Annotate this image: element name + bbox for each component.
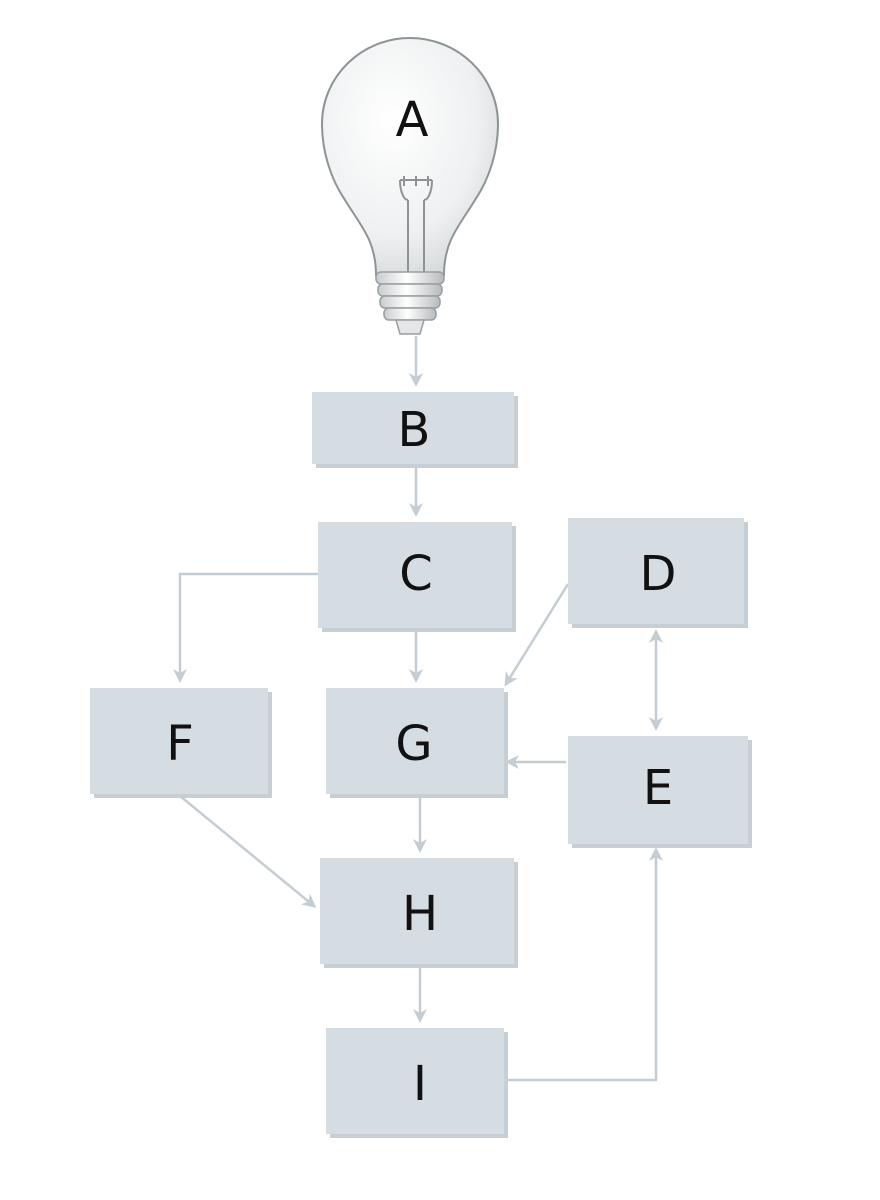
node-i: I bbox=[326, 1028, 508, 1138]
node-label-i: I bbox=[413, 1056, 427, 1112]
node-b: B bbox=[312, 392, 518, 468]
edge-f-h bbox=[179, 795, 317, 908]
edges bbox=[173, 336, 663, 1082]
edge-c-f bbox=[173, 572, 318, 683]
node-label-h: H bbox=[402, 886, 438, 942]
node-label-g: G bbox=[395, 716, 432, 772]
node-label-a: A bbox=[396, 92, 429, 148]
node-d: D bbox=[568, 518, 748, 628]
node-label-f: F bbox=[166, 716, 194, 772]
bulb-base-icon bbox=[375, 271, 445, 335]
node-e: E bbox=[568, 736, 752, 848]
node-h: H bbox=[320, 858, 518, 968]
node-g: G bbox=[326, 688, 508, 798]
node-label-d: D bbox=[640, 546, 677, 602]
lightbulb-icon bbox=[320, 36, 500, 276]
node-label-c: C bbox=[399, 546, 433, 602]
node-label-b: B bbox=[398, 402, 431, 458]
edge-i-e bbox=[506, 847, 663, 1082]
node-label-e: E bbox=[643, 760, 673, 816]
node-f: F bbox=[90, 688, 272, 798]
node-c: C bbox=[318, 522, 516, 632]
lightbulb-node-a: A bbox=[320, 36, 500, 335]
filament-icon bbox=[399, 176, 433, 272]
edge-d-g bbox=[504, 583, 570, 687]
